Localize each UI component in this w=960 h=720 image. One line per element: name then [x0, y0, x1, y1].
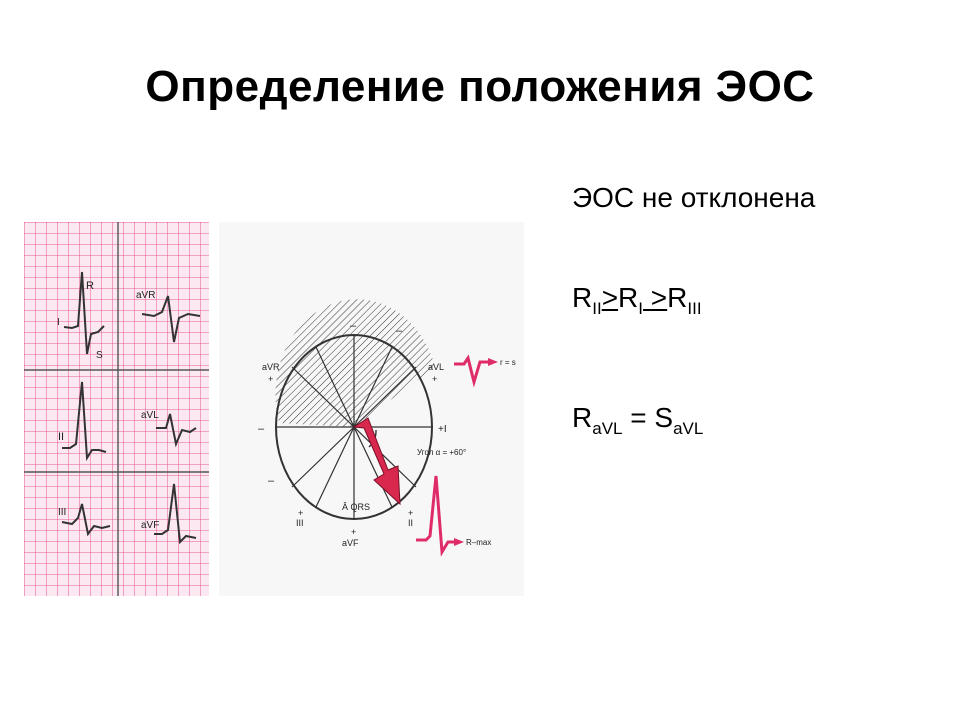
avf-axis-label: aVF: [342, 538, 359, 548]
lead-ii-complex-trace: [416, 475, 456, 557]
hexaxial-circle: – aVR + aVL + – +I – – + III + II + aVF …: [219, 222, 524, 596]
avr-axis-label: aVR: [262, 362, 280, 372]
axis-not-deviated-text: ЭОС не отклонена: [572, 182, 816, 213]
avl-subscript: aVL: [592, 419, 623, 438]
equals-sign: =: [622, 402, 655, 433]
lead-avf-label: aVF: [141, 520, 159, 531]
r-symbol: R: [572, 282, 593, 313]
lead-iii-subscript: III: [687, 299, 702, 318]
qrs-axis-label: Â QRS: [342, 502, 370, 512]
greater-or-equal-sign: >: [601, 282, 619, 313]
lead-i-subscript: I: [638, 299, 644, 318]
r-symbol: R: [667, 282, 688, 313]
ii-axis-label: II: [408, 518, 413, 528]
avr-plus-sign: +: [268, 374, 273, 384]
r-amplitude-relation: RII>RI >RIII: [572, 282, 702, 318]
lead-i-trace: [63, 271, 105, 355]
lead-avr-label: aVR: [136, 290, 155, 301]
avl-subscript: aVL: [673, 419, 704, 438]
avf-plus-sign: +: [351, 527, 356, 537]
lead-iii-label: III: [58, 507, 66, 518]
qrs-axis-arrow: [352, 417, 401, 506]
circle-left-minus: –: [258, 423, 265, 435]
ecg-axis-figure: R S I aVR II aVL III aVF: [24, 222, 524, 596]
lead-i-label: I: [57, 317, 60, 328]
iii-plus-sign: +: [298, 508, 303, 518]
avl-plus-sign: +: [432, 374, 437, 384]
angle-label: Угол α = +60°: [417, 448, 466, 457]
avl-equality-text: RaVL = SaVL: [572, 402, 703, 438]
r-max-label: R–max: [466, 538, 491, 547]
lead-i-positive-label: +I: [438, 424, 447, 435]
r-equals-s-label: r = s: [500, 358, 516, 367]
lead-avl-label: aVL: [141, 410, 159, 421]
r-wave-label: R: [86, 280, 94, 292]
ecg-strip: R S I aVR II aVL III aVF: [24, 222, 209, 596]
s-wave-label: S: [96, 350, 103, 361]
s-symbol: S: [654, 402, 674, 433]
r-symbol: R: [572, 402, 593, 433]
circle-upper-right-minus: –: [396, 325, 403, 337]
lead-avf-trace: [154, 483, 197, 545]
circle-lower-left-minus: –: [268, 475, 275, 487]
iii-axis-label: III: [296, 518, 304, 528]
lead-ii-subscript: II: [592, 299, 602, 318]
greater-or-equal-sign: >: [643, 282, 668, 313]
ii-plus-sign: +: [408, 508, 413, 518]
lead-ii-label: II: [58, 431, 64, 443]
circle-top-minus: –: [350, 320, 357, 332]
lead-avr-trace: [141, 295, 201, 343]
r-symbol: R: [618, 282, 639, 313]
lead-avl-trace: [156, 413, 197, 448]
slide-title: Определение положения ЭОС: [145, 62, 815, 111]
lead-ii-trace: [62, 381, 107, 462]
avl-complex-trace: [454, 354, 490, 388]
avl-axis-label: aVL: [428, 362, 444, 372]
lead-iii-trace: [61, 503, 111, 537]
